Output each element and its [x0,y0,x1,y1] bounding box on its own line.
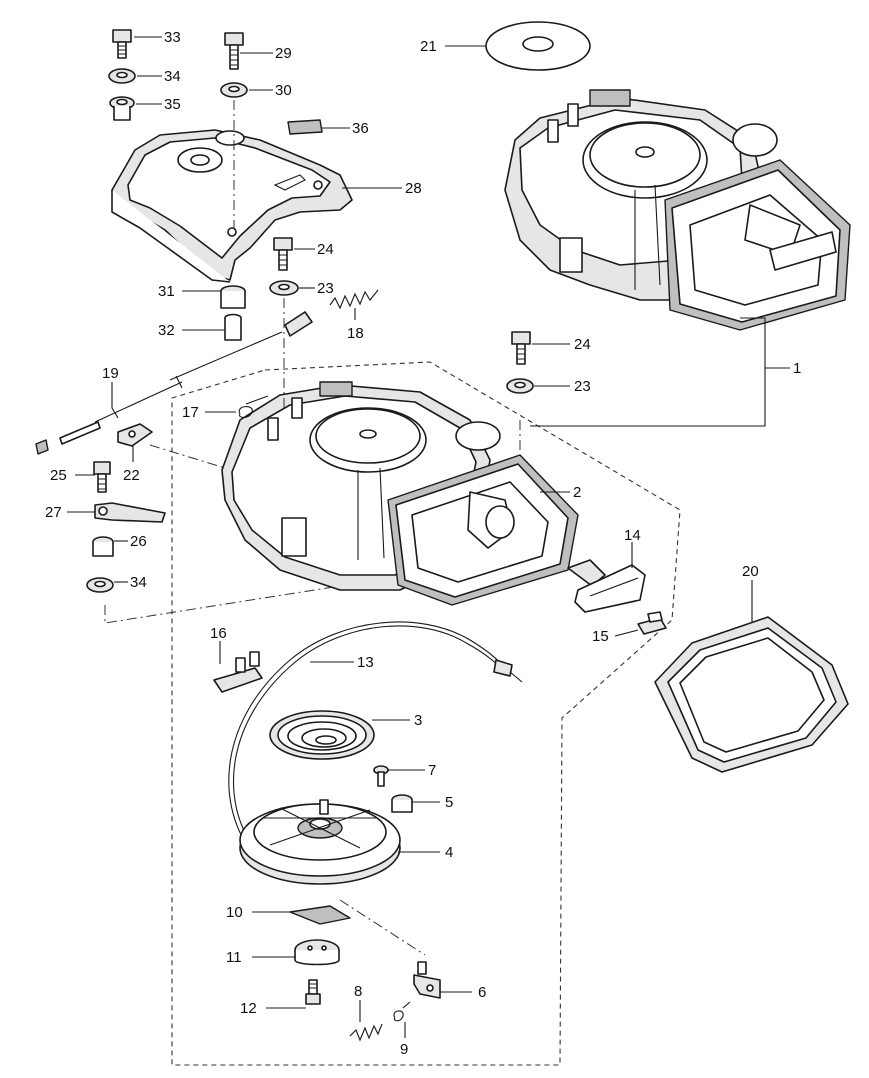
callout-9: 9 [400,1041,408,1058]
part-10-friction-plate [289,905,351,925]
callout-29: 29 [275,45,292,62]
part-17-spring [238,395,269,419]
callout-5: 5 [445,794,453,811]
callout-3: 3 [414,712,422,729]
callout-14: 14 [624,527,641,544]
part-32-sleeve [224,313,242,341]
part-35-collar [109,96,135,121]
part-24-bolt-upper [273,237,293,271]
part-33-bolt [112,29,132,59]
callout-8: 8 [354,983,362,1000]
callout-23-lower: 23 [574,378,591,395]
part-7-screw [373,765,389,787]
part-13-starter-rope [228,621,523,851]
callout-35: 35 [164,96,181,113]
part-5-collar [391,794,413,813]
callout-15: 15 [592,628,609,645]
callout-28: 28 [405,180,422,197]
part-20-gasket [654,616,849,773]
callout-34-lower: 34 [130,574,147,591]
part-2-starter-housing [221,381,579,606]
callout-30: 30 [275,82,292,99]
callout-6: 6 [478,984,486,1001]
part-34-washer-top [108,68,136,84]
part-34-washer-lower [86,577,114,593]
callout-27: 27 [45,504,62,521]
part-12-screw [305,979,321,1005]
callout-16: 16 [210,625,227,642]
callout-23-upper: 23 [317,280,334,297]
part-31-spacer [220,285,246,309]
callout-26: 26 [130,533,147,550]
part-16-pawl-guide [213,651,263,693]
part-3-recoil-spring [269,710,375,760]
part-22-link [117,423,153,447]
callout-36: 36 [352,120,369,137]
part-21-disc [485,21,591,71]
part-27-lever [94,502,166,523]
part-11-cover-cap [294,939,340,966]
callout-2: 2 [573,484,581,501]
part-4-rope-reel [239,799,401,885]
part-1-starter-assembly [504,89,851,331]
callout-12: 12 [240,1000,257,1017]
subassembly-boundary [171,361,681,1066]
callout-7: 7 [428,762,436,779]
callout-22: 22 [123,467,140,484]
callout-17: 17 [182,404,199,421]
callout-18: 18 [347,325,364,342]
part-18-spring [329,289,379,310]
callout-20: 20 [742,563,759,580]
part-24-bolt-lower [511,331,531,365]
leader-lines [67,36,790,1038]
part-8-spring [349,1023,383,1042]
callout-33: 33 [164,29,181,46]
part-28-cover-plate [111,129,353,283]
part-26-spacer [92,536,114,557]
part-19-throttle-cable [35,311,313,455]
callout-10: 10 [226,904,243,921]
part-36-pad [287,119,323,135]
part-6-pawl [413,961,441,999]
callout-24-lower: 24 [574,336,591,353]
callout-labels: 33 34 35 29 30 36 28 24 23 31 32 18 19 1… [45,29,801,1058]
part-30-washer [220,82,248,98]
callout-13: 13 [357,654,374,671]
part-29-bolt [224,32,244,70]
callout-31: 31 [158,283,175,300]
callout-25: 25 [50,467,67,484]
callout-24-upper: 24 [317,241,334,258]
part-23-washer-lower [506,378,534,394]
callout-11: 11 [226,949,242,966]
part-9-return-spring [393,1001,411,1022]
callout-1: 1 [793,360,801,377]
callout-21: 21 [420,38,437,55]
part-25-bolt [93,461,111,493]
callout-4: 4 [445,844,453,861]
part-15-clip [637,611,667,635]
part-23-washer-upper [269,280,299,296]
callout-19: 19 [102,365,119,382]
callout-34-top: 34 [164,68,181,85]
callout-32: 32 [158,322,175,339]
part-14-starter-handle [567,559,646,613]
